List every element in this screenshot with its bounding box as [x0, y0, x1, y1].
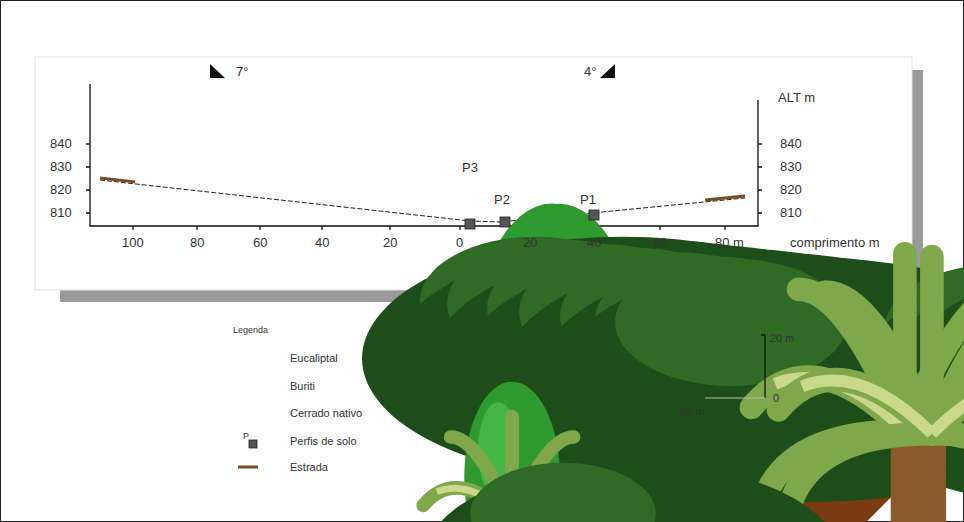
buriti-palm: [778, 257, 964, 522]
axis-value: 0: [456, 236, 463, 250]
axis-value: 20: [523, 236, 537, 250]
legend-label: Eucaliptal: [290, 352, 338, 364]
legend-road-symbol: [238, 466, 258, 469]
axis-title: comprimento m: [790, 236, 880, 250]
axes: [86, 84, 762, 230]
axis-value: 820: [780, 183, 802, 197]
legend-title: Legenda: [233, 326, 268, 336]
scale-bar: [705, 335, 765, 398]
legend-cerrado-symbol: [424, 463, 842, 522]
legend-label: Cerrado nativo: [290, 407, 362, 419]
legend-soil-symbol: [249, 440, 257, 448]
axis-value: 40: [315, 236, 329, 250]
scale-label: 20 m: [770, 332, 794, 344]
axis-value: 810: [780, 206, 802, 220]
profile-label: P3: [462, 161, 478, 175]
slope-angle: 7°: [236, 65, 248, 79]
axis-value: 40: [587, 236, 601, 250]
slope-symbol: [600, 64, 615, 78]
soil-profile-marker: [465, 210, 599, 229]
axis-value: 830: [780, 160, 802, 174]
axis-value: 840: [780, 137, 802, 151]
ground-line: [100, 180, 745, 222]
terrain-profile: [100, 178, 745, 222]
road: [705, 196, 745, 200]
scale-label: 20 m: [680, 405, 704, 417]
axis-value: 830: [50, 160, 72, 174]
axis-value: 60: [653, 236, 667, 250]
slope-symbol: [210, 64, 225, 78]
axis-value: 820: [50, 183, 72, 197]
axis-value: 810: [50, 206, 72, 220]
scale-label: 0: [773, 392, 779, 404]
legend-label: Estrada: [290, 461, 328, 473]
axis-title: ALT m: [778, 91, 815, 105]
profile-label: P1: [580, 193, 596, 207]
legend-symbol-letter: P: [243, 432, 249, 442]
slope-angle: 4°: [584, 65, 596, 79]
axis-value: 80: [190, 236, 204, 250]
legend-label: Perfis de solo: [290, 435, 357, 447]
axis-value: 840: [50, 137, 72, 151]
axis-value: 100: [122, 236, 144, 250]
legend-label: Buriti: [290, 380, 315, 392]
axis-value: 20: [383, 236, 397, 250]
axis-value: 80 m: [715, 236, 744, 250]
road: [100, 178, 135, 182]
profile-label: P2: [494, 193, 510, 207]
axis-value: 60: [253, 236, 267, 250]
